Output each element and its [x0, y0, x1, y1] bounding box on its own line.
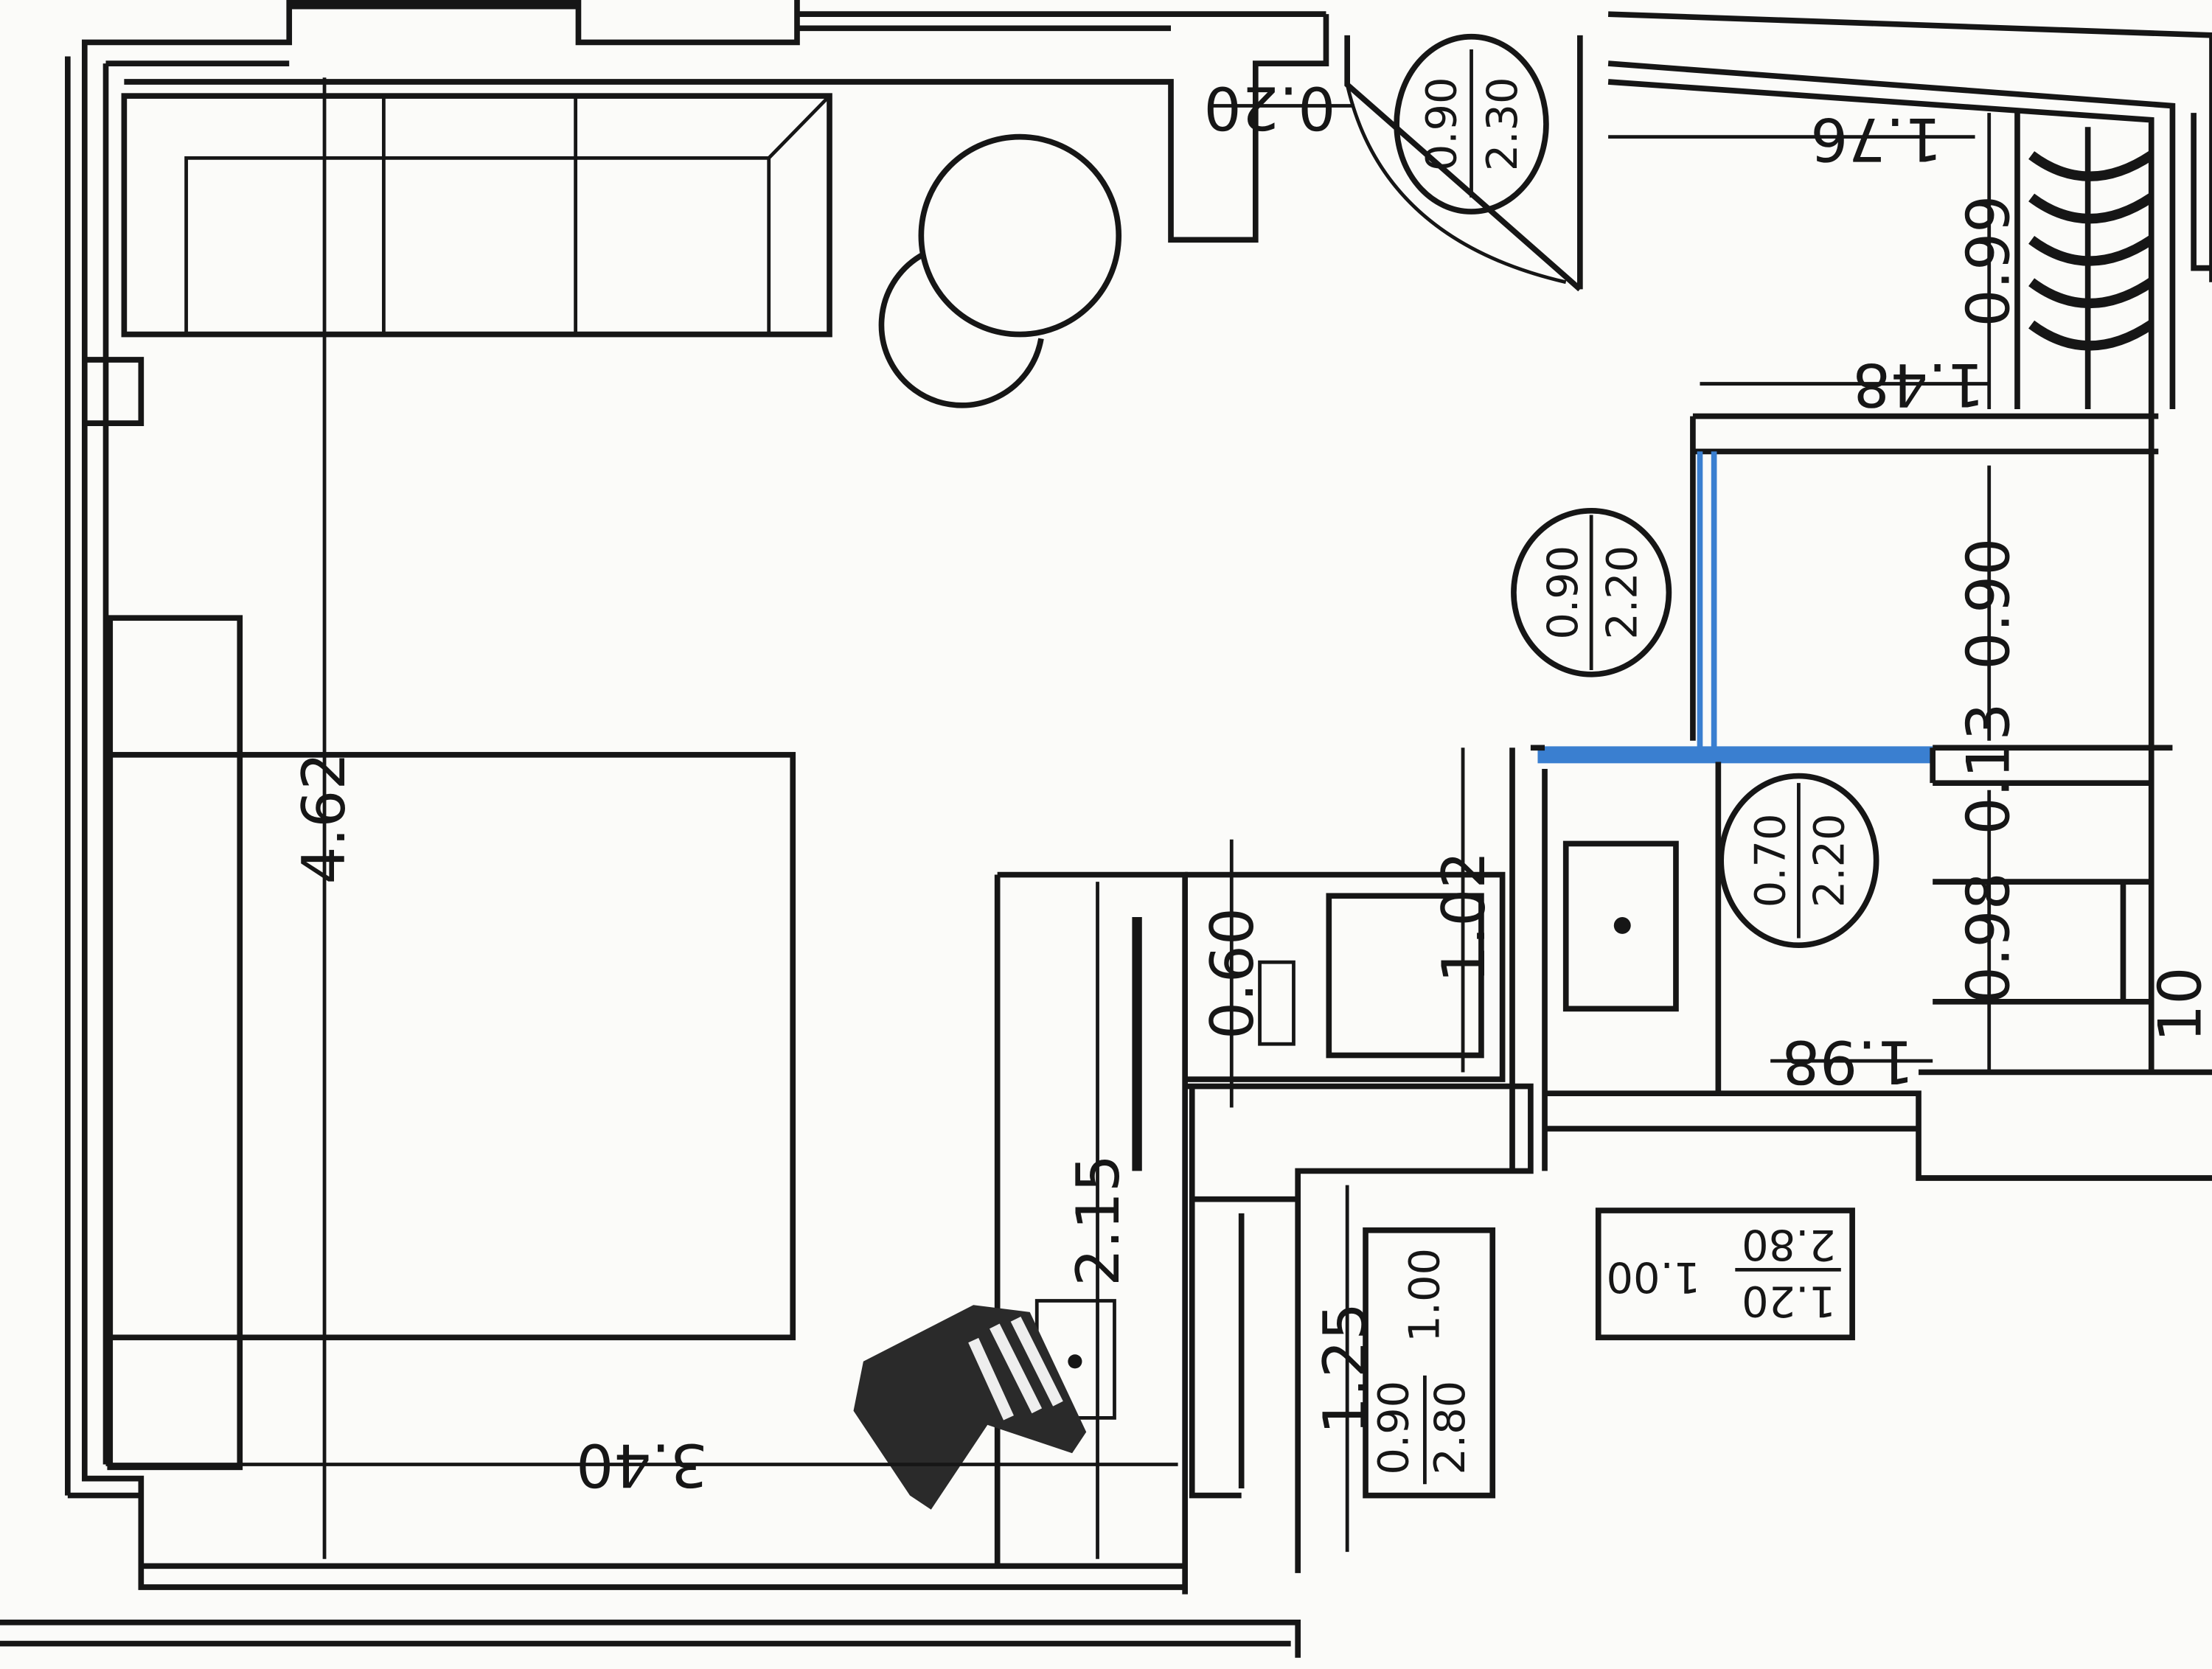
dim-edge-partial: 10	[2146, 966, 2212, 1042]
dim-0-60: 0.60	[1197, 907, 1267, 1039]
window-sill: 1.00	[1400, 1248, 1450, 1342]
door-width: 0.90	[1538, 546, 1587, 640]
dim-1-02: 1.02	[1429, 851, 1498, 983]
bathroom-walls	[1185, 451, 2212, 1573]
dim-1-76: 1.76	[1810, 105, 1942, 174]
window-width: 1.20	[1742, 1276, 1836, 1325]
door-width: 0.70	[1745, 813, 1795, 907]
sink	[1562, 840, 1679, 1012]
dim-1-25: 1.25	[1310, 1303, 1380, 1435]
window-height: 2.80	[1425, 1381, 1475, 1475]
dim-4-62: 4.62	[289, 753, 358, 885]
dim-3-40: 3.40	[576, 1431, 708, 1500]
dim-0-90: 0.90	[1954, 538, 2023, 670]
window-2: 1.20 2.80 1.00	[1595, 1208, 1855, 1341]
window-height: 2.80	[1742, 1220, 1836, 1269]
desk-chair	[853, 1305, 1087, 1510]
window-width: 0.90	[1368, 1381, 1418, 1475]
door-height: 2.20	[1805, 813, 1854, 907]
dim-0-99: 0.99	[1954, 195, 2023, 327]
dim-0-13: 0.13	[1954, 703, 2023, 835]
sofa	[121, 93, 832, 338]
dim-0-20: 0.20	[1203, 74, 1335, 143]
dimension-lines	[105, 77, 1992, 1559]
dim-1-48: 1.48	[1853, 350, 1985, 419]
round-table	[918, 133, 1122, 338]
kitchenette	[1258, 893, 1484, 1059]
window-sill: 1.00	[1606, 1252, 1700, 1302]
wardrobe	[1690, 113, 2159, 741]
side-table	[878, 251, 1044, 408]
door-height: 2.20	[1597, 546, 1646, 640]
door-width: 0.90	[1416, 77, 1466, 172]
dim-0-98: 0.98	[1954, 872, 2023, 1004]
window-1: 0.90 2.80 1.00	[1363, 1227, 1496, 1499]
bed	[107, 615, 796, 1471]
entrance-door: 0.90 2.30	[1344, 33, 1583, 292]
dimension-labels: 4.62 3.40 2.15 0.60 1.02 1.25 1.76 0.99 …	[289, 74, 2212, 1500]
dim-2-15: 2.15	[1063, 1154, 1133, 1286]
dim-1-98: 1.98	[1782, 1027, 1914, 1096]
door-height: 2.30	[1478, 77, 1527, 172]
bathroom-door: 0.70 2.20	[1718, 773, 1879, 949]
bathroom-door-frame: 0.90 2.20	[1511, 507, 1672, 677]
